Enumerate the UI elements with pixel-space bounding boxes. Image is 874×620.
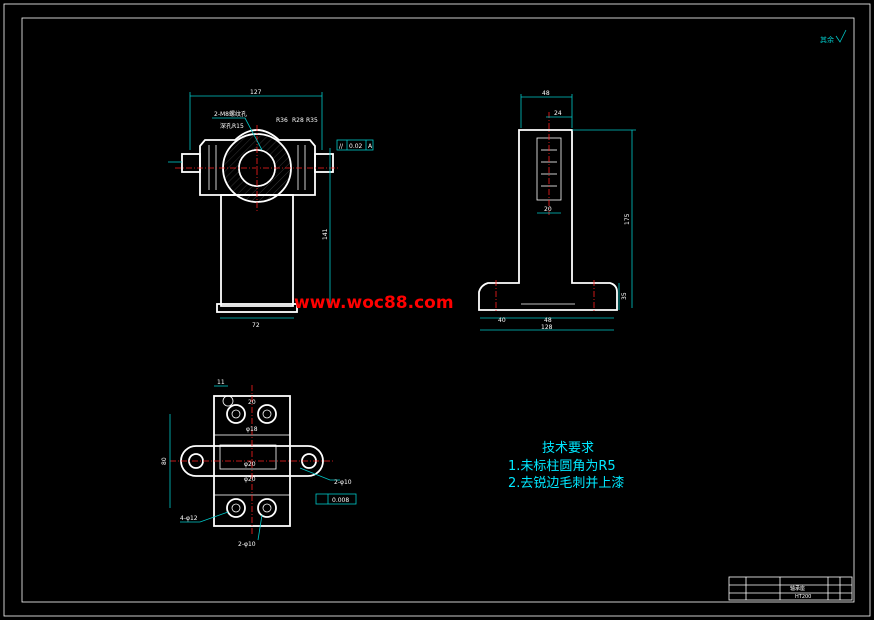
title-material: HT200 bbox=[795, 594, 811, 600]
side-dim-mid: 48 bbox=[544, 317, 552, 324]
front-dim-thread: 2-M8螺纹孔 bbox=[214, 110, 247, 118]
side-dim-total: 128 bbox=[541, 324, 553, 331]
front-left-lug bbox=[181, 153, 201, 173]
tol-symbol: // bbox=[339, 143, 344, 150]
side-dim-height: 175 bbox=[624, 213, 631, 225]
tech-requirements: 技术要求 1.未标柱圆角为R5 2.去锐边毛刺并上漆 bbox=[508, 441, 624, 491]
title-block: 轴承座 HT200 bbox=[728, 576, 853, 601]
front-dim-r1: R36 bbox=[276, 117, 288, 124]
front-base bbox=[216, 303, 298, 313]
front-stem bbox=[220, 194, 294, 307]
top-dim-phi20b: φ20 bbox=[244, 476, 256, 483]
front-view: 127 2-M8螺纹孔 深孔R15 R36 R28 R35 141 72 // … bbox=[168, 89, 374, 329]
side-dim-slot: 20 bbox=[544, 206, 552, 213]
watermark: www.woc88.com bbox=[294, 293, 454, 313]
tol-value: 0.02 bbox=[349, 143, 363, 150]
top-tol-value: 0.008 bbox=[332, 497, 349, 504]
top-dim-holes-right: 2-φ10 bbox=[334, 479, 352, 486]
front-right-lug bbox=[314, 153, 334, 173]
tech-item-1: 1.未标柱圆角为R5 bbox=[508, 459, 616, 474]
top-dim-holes-lower: 2-φ10 bbox=[238, 541, 256, 548]
front-dim-width: 127 bbox=[250, 89, 262, 96]
front-dim-hole: 深孔R15 bbox=[220, 122, 244, 130]
top-dim-edge: 11 bbox=[217, 379, 225, 386]
front-dim-r2: R28 bbox=[292, 117, 304, 124]
top-view: 80 11 20 φ18 φ20 φ20 2-φ10 4-φ12 2-φ10 0… bbox=[161, 379, 357, 548]
tech-title: 技术要求 bbox=[542, 441, 594, 456]
side-dim-half-width: 24 bbox=[554, 110, 562, 117]
inner-border bbox=[21, 17, 855, 603]
top-tolerance-frame: 0.008 bbox=[315, 493, 357, 505]
side-dim-base-height: 35 bbox=[621, 292, 628, 300]
side-view: 48 24 20 175 40 48 128 35 bbox=[478, 90, 636, 331]
front-tolerance-frame: // 0.02 A bbox=[336, 139, 374, 151]
roughness-corner-mark: 其余 bbox=[820, 29, 847, 44]
side-profile bbox=[478, 129, 618, 311]
front-dim-height: 141 bbox=[322, 228, 329, 240]
front-dim-base: 72 bbox=[252, 322, 260, 329]
front-dim-r3: R35 bbox=[306, 117, 318, 124]
top-dim-height: 80 bbox=[161, 457, 168, 465]
side-dim-left: 40 bbox=[498, 317, 506, 324]
side-dim-top-width: 48 bbox=[542, 90, 550, 97]
title-part-name: 轴承座 bbox=[790, 585, 805, 592]
tol-datum: A bbox=[368, 143, 373, 150]
outer-border bbox=[3, 3, 871, 617]
top-dim-spacing: 20 bbox=[248, 399, 256, 406]
top-dim-phi18: φ18 bbox=[246, 426, 258, 433]
corner-mark-text: 其余 bbox=[820, 35, 834, 44]
top-dim-phi20a: φ20 bbox=[244, 461, 256, 468]
tech-item-2: 2.去锐边毛刺并上漆 bbox=[508, 475, 624, 491]
top-dim-holes-bottom: 4-φ12 bbox=[180, 515, 198, 522]
